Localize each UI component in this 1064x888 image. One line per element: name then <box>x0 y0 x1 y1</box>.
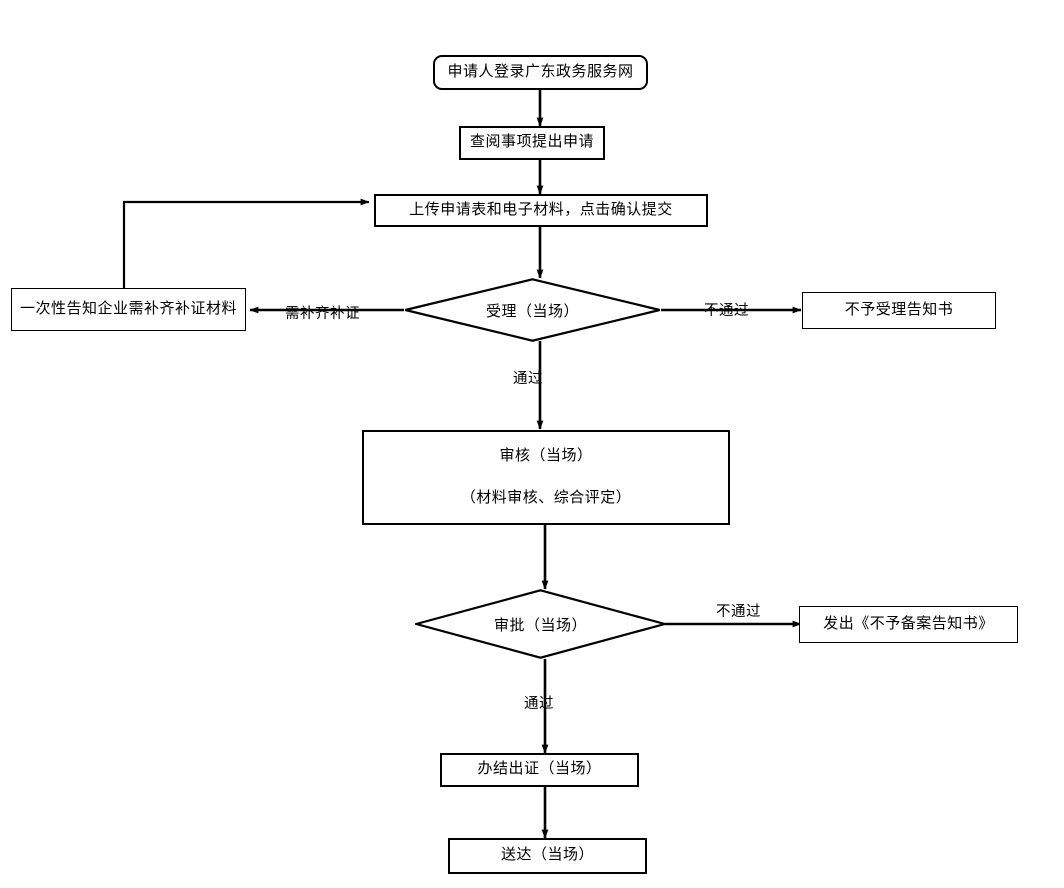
node-login[interactable]: 申请人登录广东政务服务网 <box>433 55 648 90</box>
node-browse-label: 查阅事项提出申请 <box>469 134 594 151</box>
node-upload-label: 上传申请表和电子材料，点击确认提交 <box>409 201 673 218</box>
node-browse[interactable]: 查阅事项提出申请 <box>459 126 605 160</box>
node-review[interactable]: 审核（当场） （材料审核、综合评定） <box>362 430 730 525</box>
node-accept-label: 受理（当场） <box>485 303 579 320</box>
edge-label-accept-need-supplement: 需补齐补证 <box>285 306 360 322</box>
node-complete[interactable]: 办结出证（当场） <box>440 753 639 787</box>
accept-diamond-shape <box>405 278 660 342</box>
node-review-label-line1: 审核（当场） <box>499 447 593 464</box>
edge-notify-supplement-to-upload <box>122 198 370 288</box>
node-accept[interactable]: 受理（当场） <box>404 278 661 342</box>
node-upload[interactable]: 上传申请表和电子材料，点击确认提交 <box>374 194 708 227</box>
node-deliver[interactable]: 送达（当场） <box>448 838 647 874</box>
node-reject-accept-notice-label: 不予受理告知书 <box>844 301 954 318</box>
node-notify-supplement-label: 一次性告知企业需补齐补证材料 <box>19 300 237 317</box>
edge-label-accept-pass: 通过 <box>513 371 543 387</box>
edge-label-accept-fail: 不通过 <box>704 303 749 319</box>
node-complete-label: 办结出证（当场） <box>477 761 602 778</box>
edge-label-approve-fail: 不通过 <box>716 604 761 620</box>
node-approve[interactable]: 审批（当场） <box>415 589 666 659</box>
node-review-label-line2: （材料审核、综合评定） <box>460 489 632 506</box>
node-issue-reject-notice-label: 发出《不予备案告知书》 <box>823 615 994 632</box>
node-reject-accept-notice[interactable]: 不予受理告知书 <box>802 292 996 329</box>
node-issue-reject-notice[interactable]: 发出《不予备案告知书》 <box>799 606 1018 643</box>
approve-diamond-shape <box>415 589 666 659</box>
node-deliver-label: 送达（当场） <box>500 847 594 864</box>
node-notify-supplement[interactable]: 一次性告知企业需补齐补证材料 <box>11 288 246 331</box>
edge-label-approve-pass: 通过 <box>524 696 554 712</box>
node-approve-label: 审批（当场） <box>493 617 587 634</box>
node-login-label: 申请人登录广东政务服务网 <box>447 63 634 80</box>
